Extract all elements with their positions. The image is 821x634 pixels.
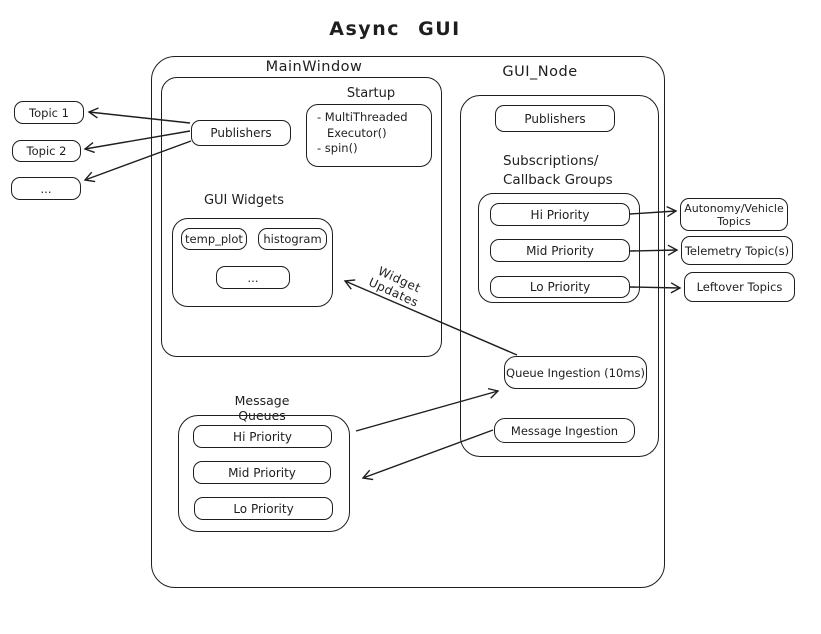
mainwindow-label: MainWindow <box>265 59 363 75</box>
startup-label: Startup <box>346 86 396 101</box>
gui-widgets-box <box>172 218 333 307</box>
subscriptions-heading: Subscriptions/ Callback Groups <box>503 152 613 190</box>
autonomy-topics-node: Autonomy/Vehicle Topics <box>680 198 788 231</box>
gui-widgets-more-label: ... <box>247 270 259 285</box>
startup-line-2: Executor() <box>327 125 387 140</box>
histogram-node: histogram <box>258 228 327 250</box>
gui-node-publishers-node: Publishers <box>495 105 615 132</box>
mq-hi-priority-node: Hi Priority <box>193 425 332 448</box>
topics-more-node: ... <box>11 177 81 200</box>
temp-plot-node: temp_plot <box>181 228 247 250</box>
topic2-label: Topic 2 <box>26 144 67 158</box>
queue-ingestion-label: Queue Ingestion (10ms) <box>506 365 645 380</box>
message-queues-box <box>178 415 350 532</box>
startup-line-1: - MultiThreaded <box>317 110 408 124</box>
gui-widgets-more-node: ... <box>216 266 290 289</box>
gui-widgets-label: GUI Widgets <box>203 193 285 208</box>
topic1-node: Topic 1 <box>14 101 84 124</box>
message-ingestion-label: Message Ingestion <box>510 423 619 438</box>
topic2-node: Topic 2 <box>12 140 81 162</box>
leftover-topics-label: Leftover Topics <box>696 280 783 294</box>
mainwindow-publishers-node: Publishers <box>191 120 291 146</box>
cb-mid-priority-node: Mid Priority <box>490 239 630 262</box>
outer-container-box <box>151 56 665 588</box>
startup-box <box>306 104 432 167</box>
cb-hi-priority-label: Hi Priority <box>530 207 590 222</box>
autonomy-topics-label: Autonomy/Vehicle Topics <box>684 201 784 228</box>
cb-lo-priority-label: Lo Priority <box>529 280 591 294</box>
mainwindow-box <box>161 77 442 357</box>
subscriptions-heading-line1: Subscriptions/ <box>503 153 599 169</box>
cb-hi-priority-node: Hi Priority <box>490 203 630 226</box>
cb-mid-priority-label: Mid Priority <box>526 243 594 258</box>
gui-node-publishers-label: Publishers <box>524 111 586 126</box>
diagram-title: Async GUI <box>329 18 461 40</box>
temp-plot-label: temp_plot <box>185 232 243 246</box>
telemetry-topics-label: Telemetry Topic(s) <box>684 243 790 258</box>
mainwindow-publishers-label: Publishers <box>210 126 272 140</box>
mq-mid-priority-node: Mid Priority <box>193 461 331 484</box>
mq-mid-priority-label: Mid Priority <box>228 465 296 480</box>
histogram-label: histogram <box>263 232 322 246</box>
topic1-label: Topic 1 <box>29 105 69 120</box>
startup-line-3: - spin() <box>317 141 358 155</box>
message-ingestion-node: Message Ingestion <box>494 418 635 443</box>
cb-lo-priority-node: Lo Priority <box>490 276 630 298</box>
queue-ingestion-node: Queue Ingestion (10ms) <box>504 356 647 389</box>
startup-lines: - MultiThreaded Executor() - spin() <box>317 110 429 157</box>
subscriptions-heading-line2: Callback Groups <box>503 172 613 188</box>
topics-more-label: ... <box>40 181 52 196</box>
callback-groups-box <box>478 193 640 303</box>
gui-node-box <box>460 95 659 457</box>
telemetry-topics-node: Telemetry Topic(s) <box>681 236 793 265</box>
mq-lo-priority-label: Lo Priority <box>233 501 294 516</box>
mq-lo-priority-node: Lo Priority <box>194 497 333 520</box>
gui-node-label: GUI_Node <box>502 64 578 80</box>
mq-hi-priority-label: Hi Priority <box>233 429 292 444</box>
leftover-topics-node: Leftover Topics <box>684 272 795 302</box>
